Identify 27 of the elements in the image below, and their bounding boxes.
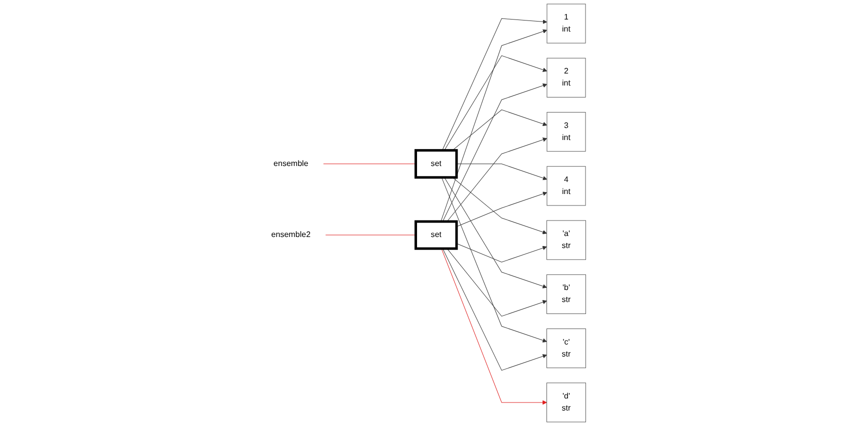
arrow [444,177,547,288]
node-box: set [414,149,458,179]
arrow [441,248,547,405]
node-box: 'b' str [546,274,586,314]
arrow [456,192,548,227]
node-text: ensemble [274,159,308,168]
node-box: 'a' str [546,220,586,260]
arrow [456,164,548,180]
arrow [441,177,547,342]
arrow [456,243,547,262]
arrow [444,55,548,151]
arrow [452,110,548,151]
arrow [442,18,548,151]
node-box: 2 int [546,58,586,98]
arrow [440,29,548,222]
node-box: 'c' str [546,328,586,368]
arrow [452,177,547,234]
node-box: set [414,220,458,250]
arrow [446,138,548,222]
arrow [446,248,547,316]
arrow [442,248,547,371]
arrow [442,83,548,222]
node-box: 4 int [546,166,586,206]
node-box: 3 int [546,112,586,152]
node-text: ensemble2 [271,230,311,240]
node-box: 1 int [546,4,586,44]
node-box: 'd' str [546,382,586,422]
